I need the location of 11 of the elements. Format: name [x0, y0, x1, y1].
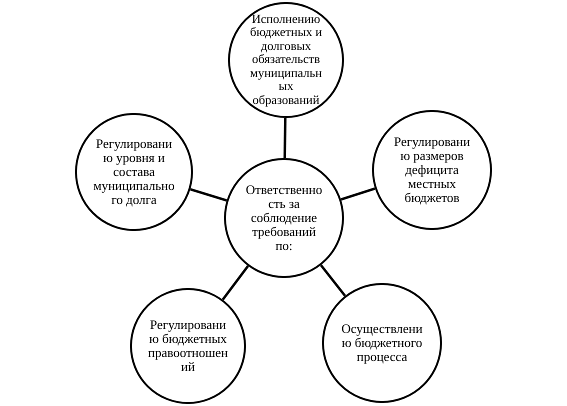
- connector-line: [320, 264, 346, 297]
- node-text: Исполнению бюджетных и долговых обязательств муниципальн ых образований: [248, 12, 324, 108]
- node-text: Ответственно сть за соблюдение требований по:: [244, 183, 324, 253]
- connector-line: [284, 118, 287, 158]
- node-text: Регулировани ю размеров дефицита местных бюджетов: [392, 135, 472, 205]
- connector-line: [222, 265, 249, 300]
- connector-line: [340, 187, 376, 201]
- node-text: Регулировани ю уровня и состава муниципально го долга: [92, 137, 176, 207]
- node-text: Осуществлени ю бюджетного процесса: [340, 322, 424, 364]
- node-text: Регулировани ю бюджетных правоотношен ий: [147, 318, 229, 374]
- connector-line: [190, 188, 227, 202]
